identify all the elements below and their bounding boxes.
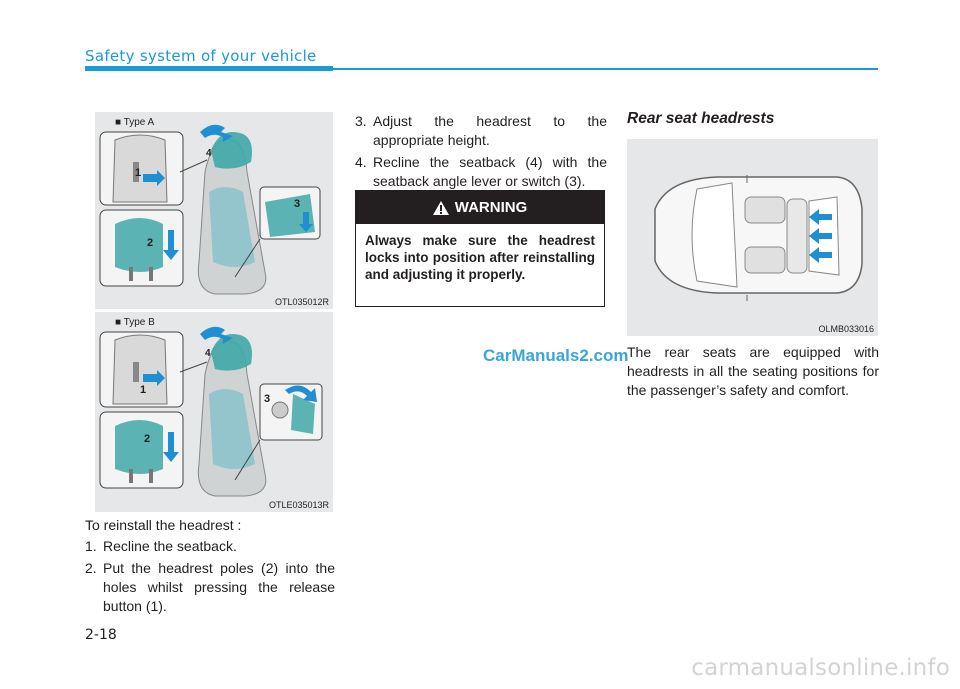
warning-text: Always make sure the headrest locks into… xyxy=(365,233,595,282)
warning-triangle-icon xyxy=(432,200,449,215)
page-number: 2-18 xyxy=(85,627,117,643)
figure-type-a: 1 2 3 4 ■ Type A OTL035012R xyxy=(95,112,333,309)
step-1-text: Recline the seatback. xyxy=(103,538,237,554)
callout-3: 3 xyxy=(294,198,301,210)
step-1-number: 1. xyxy=(85,538,97,554)
header-rule-thick xyxy=(85,66,333,71)
callout-4: 4 xyxy=(205,348,211,359)
watermark-text: CarManuals2.com xyxy=(483,346,629,365)
reinstall-intro: To reinstall the headrest : xyxy=(85,517,242,533)
step-4-number: 4. xyxy=(355,154,367,170)
rear-section-text: The rear seats are equipped with headres… xyxy=(627,344,879,398)
step-3-number: 3. xyxy=(355,113,367,129)
figure-type-a-label: ■ Type A xyxy=(115,117,155,128)
step-4: 4. Recline the seatback (4) with the sea… xyxy=(355,153,607,191)
step-3: 3. Adjust the headrest to the appropriat… xyxy=(355,112,607,150)
callout-1: 1 xyxy=(140,384,147,396)
rear-section-title: Rear seat headrests xyxy=(627,110,775,127)
step-2-text: Put the headrest poles (2) into the hole… xyxy=(103,560,335,614)
section-title: Safety system of your vehicle xyxy=(85,47,317,65)
callout-2: 2 xyxy=(147,237,154,249)
figure-type-b-code: OTLE035013R xyxy=(268,500,329,510)
step-4-text: Recline the seatback (4) with the seatba… xyxy=(373,154,607,189)
figure-rear-seats: OLMB033016 xyxy=(627,139,878,336)
step-2-number: 2. xyxy=(85,560,97,576)
warning-title: WARNING xyxy=(454,199,528,216)
footer-watermark: carmanualsonline.info xyxy=(691,655,950,681)
step-3-text: Adjust the headrest to the appropriate h… xyxy=(373,113,607,148)
warning-box: WARNING Always make sure the headrest lo… xyxy=(355,190,605,307)
figure-type-b: 1 2 3 4 ■ Type B OTLE035013R xyxy=(95,312,333,512)
figure-rear-code: OLMB033016 xyxy=(818,324,874,334)
rear-seats-car-illustration xyxy=(654,175,863,301)
header-rule-thin xyxy=(333,68,878,70)
callout-4: 4 xyxy=(206,148,212,159)
reinstall-instructions-part-2: 3. Adjust the headrest to the appropriat… xyxy=(355,112,607,194)
warning-header: WARNING xyxy=(356,191,604,224)
headrest-type-a-illustration xyxy=(99,124,321,295)
step-2: 2. Put the headrest poles (2) into the h… xyxy=(85,559,335,616)
callout-3: 3 xyxy=(264,393,271,405)
figure-type-a-code: OTL035012R xyxy=(274,297,329,307)
headrest-type-b-illustration xyxy=(99,326,323,497)
step-1: 1. Recline the seatback. xyxy=(85,537,335,556)
figure-type-b-label: ■ Type B xyxy=(115,317,155,328)
reinstall-instructions-part-1: To reinstall the headrest : 1. Recline t… xyxy=(85,516,335,619)
callout-1: 1 xyxy=(135,167,142,179)
callout-2: 2 xyxy=(144,433,151,445)
